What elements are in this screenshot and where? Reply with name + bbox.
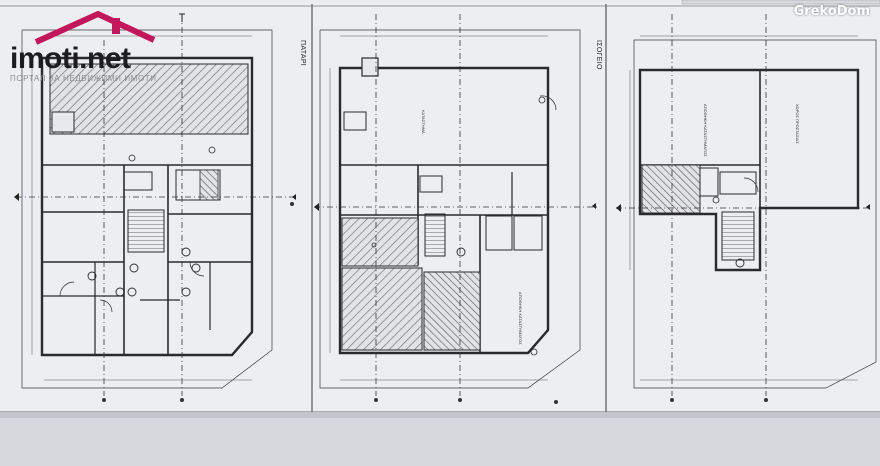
imoti-logo: imoti.net ПОРТАЛ ЗА НЕДВИЖИМИ ИМОТИ — [8, 8, 178, 88]
plan-ground-floor — [319, 29, 581, 389]
plan-mezzanine — [21, 29, 273, 389]
plan-label-mezzanine: ΠΑΤΑΡΙ — [299, 40, 306, 67]
logo-tagline: ПОРТАЛ ЗА НЕДВИЖИМИ ИМОТИ — [10, 74, 157, 83]
room-label-shop-storage: ΑΠΟΘΗΚΗ ΚΑΤΑΣΤΗΜΑΤΟΣ — [518, 292, 523, 345]
room-label-shop: ΚΑΤΑΣΤΗΜΑ — [421, 110, 426, 134]
logo-text: imoti.net — [10, 42, 131, 75]
grekodom-watermark: GrekoDom — [793, 4, 870, 19]
plan-basement — [633, 39, 877, 389]
house-roof-icon — [34, 10, 156, 45]
plan-label-ground-floor: ΙΣΟΓΕΙΟ — [595, 40, 602, 70]
room-label-storage-b: ΑΠΟΘΗΚΗ ΚΑΤΑΣΤΗΜΑΤΟΣ — [703, 104, 708, 157]
room-label-shelter: ΧΩΡΟΣ ΠΡΟΣΤΑΣΙΑΣ — [795, 104, 800, 144]
